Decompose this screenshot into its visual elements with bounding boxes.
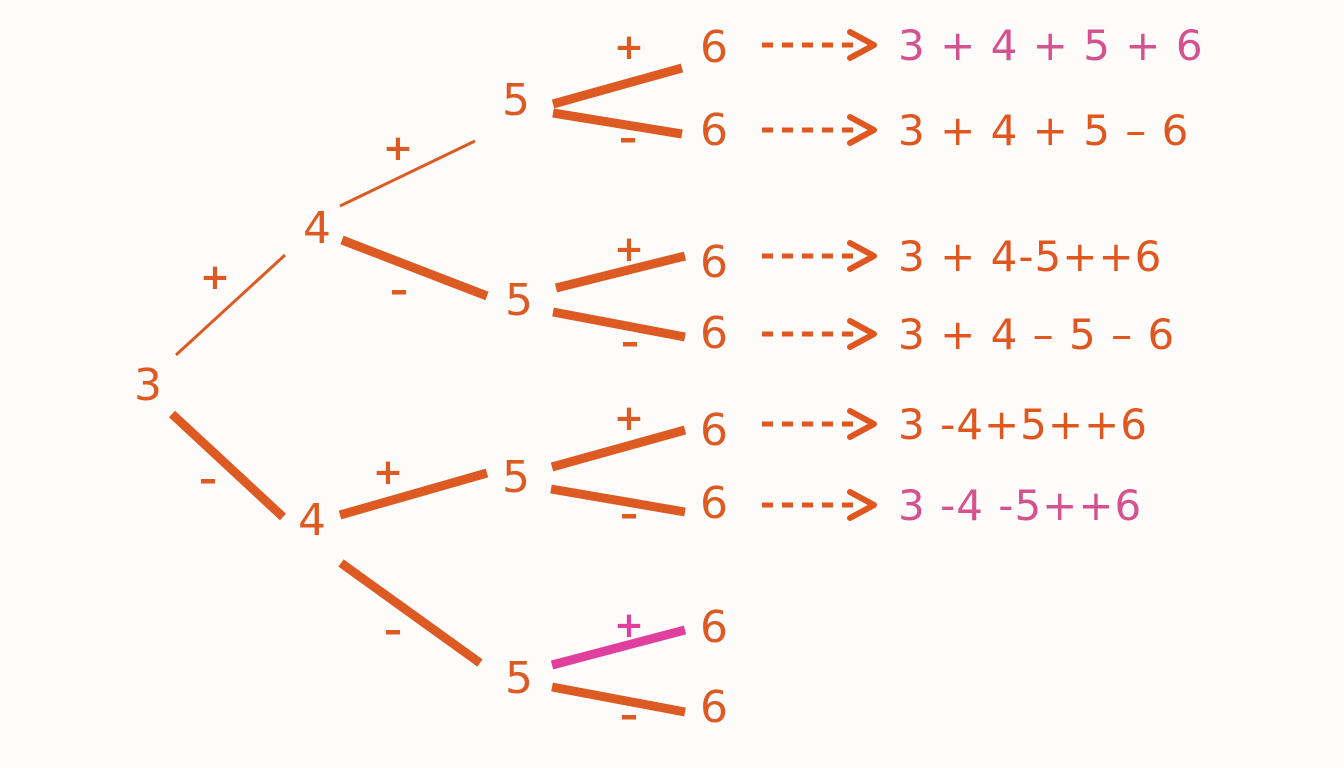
operator-minus-label: – [619,118,637,159]
tree-edge-plus [551,63,684,109]
operator-minus-label: – [620,494,638,535]
tree-node-n5-c: 5 [502,452,530,503]
tree-node-n4-bottom: 4 [298,495,326,546]
expression-result-3: 3 + 4-5++6 [898,232,1163,281]
arrow-head-icon [847,489,877,521]
expression-result-1: 3 + 4 + 5 + 6 [898,21,1204,70]
arrow-2 [762,114,877,146]
operator-plus-label: + [613,605,645,646]
arrow-head-icon [847,114,877,146]
operator-plus-label: + [613,398,645,439]
arrow-head-icon [847,29,877,61]
operator-minus-label: – [199,459,217,500]
arrow-1 [762,29,877,61]
tree-edge-minus [552,108,683,139]
arrow-head-icon [847,318,877,350]
arrow-head-icon [847,240,877,272]
arrow-head-icon [847,408,877,440]
tree-node-n6-8: 6 [700,682,728,733]
tree-node-n4-top: 4 [303,203,331,254]
tree-node-n6-1: 6 [700,22,728,73]
tree-edge-minus [550,484,686,517]
tree-edge-plus [339,139,476,208]
tree-edge-minus [551,682,686,717]
operator-plus-label: + [372,452,404,493]
tree-edge-plus [174,253,287,357]
tree-node-n5-d: 5 [505,653,533,704]
tree-node-n6-5: 6 [700,405,728,456]
arrow-3 [762,240,877,272]
tree-node-n5-a: 5 [502,75,530,126]
arrow-5 [762,408,877,440]
tree-node-n6-6: 6 [700,478,728,529]
tree-edge-plus [550,425,687,472]
expression-result-2: 3 + 4 + 5 – 6 [898,106,1190,155]
operator-minus-label: – [390,270,408,311]
tree-edge-plus [550,625,687,670]
tree-node-n6-7: 6 [700,602,728,653]
tree-edge-plus [554,251,687,293]
operator-plus-label: + [613,27,645,68]
tree-edge-minus [340,235,489,301]
tree-node-root-3: 3 [134,360,162,411]
arrow-layer [762,29,877,521]
operator-plus-label: + [382,128,414,169]
operator-minus-label: – [384,610,402,651]
tree-node-n6-3: 6 [700,237,728,288]
operator-plus-label: + [613,229,645,270]
tree-edge-minus [168,410,287,521]
operator-minus-label: – [621,322,639,363]
arrow-4 [762,318,877,350]
tree-edge-minus [338,559,483,667]
tree-edge-minus [552,307,686,342]
expression-result-5: 3 -4+5++6 [898,400,1148,449]
tree-node-n5-b: 5 [505,275,533,326]
edge-layer [168,63,687,717]
tree-edge-plus [338,468,489,520]
arrow-6 [762,489,877,521]
tree-node-n6-2: 6 [700,105,728,156]
tree-node-n6-4: 6 [700,308,728,359]
operator-minus-label: – [620,695,638,736]
expression-result-4: 3 + 4 – 5 – 6 [898,310,1176,359]
expression-result-6: 3 -4 -5++6 [898,481,1143,530]
operator-plus-label: + [199,257,231,298]
